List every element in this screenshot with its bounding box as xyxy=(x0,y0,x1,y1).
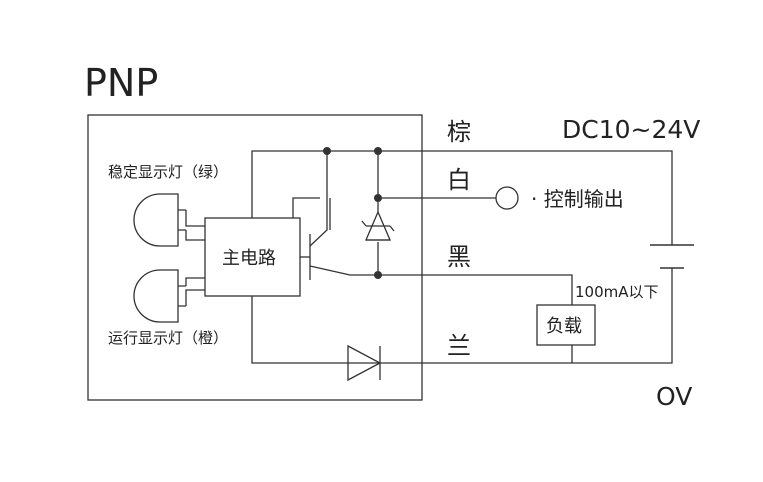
protection-diode xyxy=(347,344,382,382)
load-box xyxy=(536,304,596,346)
black-wire xyxy=(378,274,573,305)
zener-diode xyxy=(361,151,395,275)
blue-wire-label: 兰 xyxy=(447,332,471,360)
brown-wire-label: 棕 xyxy=(447,118,471,146)
supply-voltage-label: DC10~24V xyxy=(562,115,700,144)
control-wire xyxy=(292,197,320,218)
junction-dots xyxy=(323,147,382,279)
output-terminal-icon xyxy=(495,186,519,210)
stable-led-label: 稳定显示灯（绿） xyxy=(108,163,228,181)
diagram-title: PNP xyxy=(84,61,158,105)
black-wire-label: 黑 xyxy=(447,243,471,271)
load-label: 负载 xyxy=(546,316,582,337)
battery-icon xyxy=(650,244,694,269)
zero-volt-label: OV xyxy=(656,382,692,411)
blue-wire xyxy=(251,268,673,364)
run-led-icon xyxy=(133,269,205,323)
run-led-label: 运行显示灯（橙） xyxy=(108,329,228,347)
current-limit-label: 100mA以下 xyxy=(575,283,659,301)
stable-led-icon xyxy=(133,193,205,247)
control-output-label: · 控制输出 xyxy=(531,187,624,211)
white-wire-label: 白 xyxy=(447,166,471,194)
sensor-housing xyxy=(87,114,423,401)
brown-wire xyxy=(251,150,673,245)
transistor xyxy=(300,151,378,280)
main-circuit-label: 主电路 xyxy=(222,248,276,269)
